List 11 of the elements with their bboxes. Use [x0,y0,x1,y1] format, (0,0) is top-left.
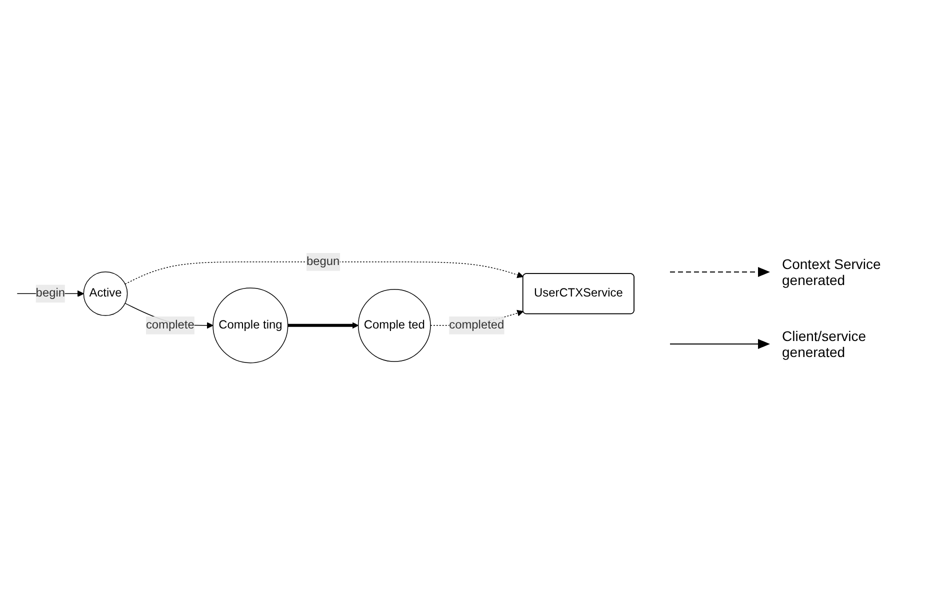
edge-label: begun [306,255,340,268]
node-circle: Active [83,272,128,316]
arrow [124,262,524,285]
edge-label: completed [449,318,504,332]
node-circle: Comple ted [358,289,431,362]
edge-label: complete [146,318,194,332]
legend-text: Context Service generated [782,256,882,288]
arrow [288,322,359,329]
node-circle: Comple ting [212,288,288,364]
edge-label: begin [36,287,65,300]
legend-text: Client/service generated [782,328,868,360]
